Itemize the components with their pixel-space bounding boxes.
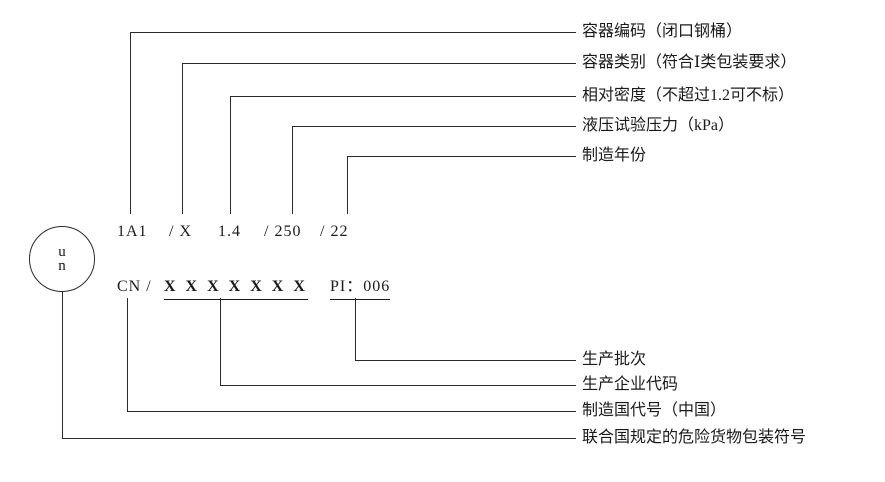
connector-line-pressure-h bbox=[292, 126, 576, 127]
connector-line-manufacturer-v bbox=[220, 298, 221, 385]
connector-line-density-v bbox=[230, 96, 231, 214]
code-country: CN / bbox=[117, 278, 152, 295]
label-container-code: 容器编码（闭口钢桶） bbox=[582, 23, 743, 40]
connector-line-manufacturer-h bbox=[220, 385, 576, 386]
connector-line-year-v bbox=[347, 156, 348, 214]
label-un-symbol: 联合国规定的危险货物包装符号 bbox=[582, 429, 807, 446]
label-year: 制造年份 bbox=[582, 147, 647, 164]
code-container-type: 1A1 bbox=[117, 223, 148, 240]
connector-line-pressure-v bbox=[292, 126, 293, 214]
code-manufacturer: X X X X X X X bbox=[164, 276, 308, 300]
code-year: / 22 bbox=[320, 223, 349, 240]
un-symbol-letter-u: u bbox=[58, 243, 66, 260]
connector-line-country-v bbox=[127, 298, 128, 411]
connector-line-year-h bbox=[347, 156, 576, 157]
connector-line-batch-v bbox=[355, 298, 356, 360]
connector-line-country-h bbox=[127, 411, 576, 412]
label-country: 制造国代号（中国） bbox=[582, 402, 727, 419]
code-batch: PI：006 bbox=[330, 276, 391, 300]
connector-line-density-h bbox=[230, 96, 576, 97]
code-pressure: / 250 bbox=[264, 223, 302, 240]
connector-line-un-symbol-v bbox=[62, 292, 63, 438]
label-manufacturer: 生产企业代码 bbox=[582, 376, 679, 393]
label-container-category: 容器类别（符合Ⅰ类包装要求） bbox=[582, 54, 797, 71]
un-symbol-letter-n: n bbox=[58, 258, 66, 274]
un-symbol: u n bbox=[29, 226, 95, 292]
connector-line-un-symbol-h bbox=[62, 438, 576, 439]
connector-line-container-code-v bbox=[130, 32, 131, 214]
connector-line-category-v bbox=[182, 63, 183, 214]
label-pressure: 液压试验压力（kPa） bbox=[582, 117, 735, 134]
connector-line-category-h bbox=[182, 63, 576, 64]
connector-line-batch-h bbox=[355, 360, 576, 361]
label-density: 相对密度（不超过1.2可不标） bbox=[582, 87, 795, 104]
code-density: 1.4 bbox=[218, 223, 241, 240]
connector-line-container-code-h bbox=[130, 32, 576, 33]
code-category: / X bbox=[169, 223, 192, 240]
label-batch: 生产批次 bbox=[582, 351, 647, 368]
